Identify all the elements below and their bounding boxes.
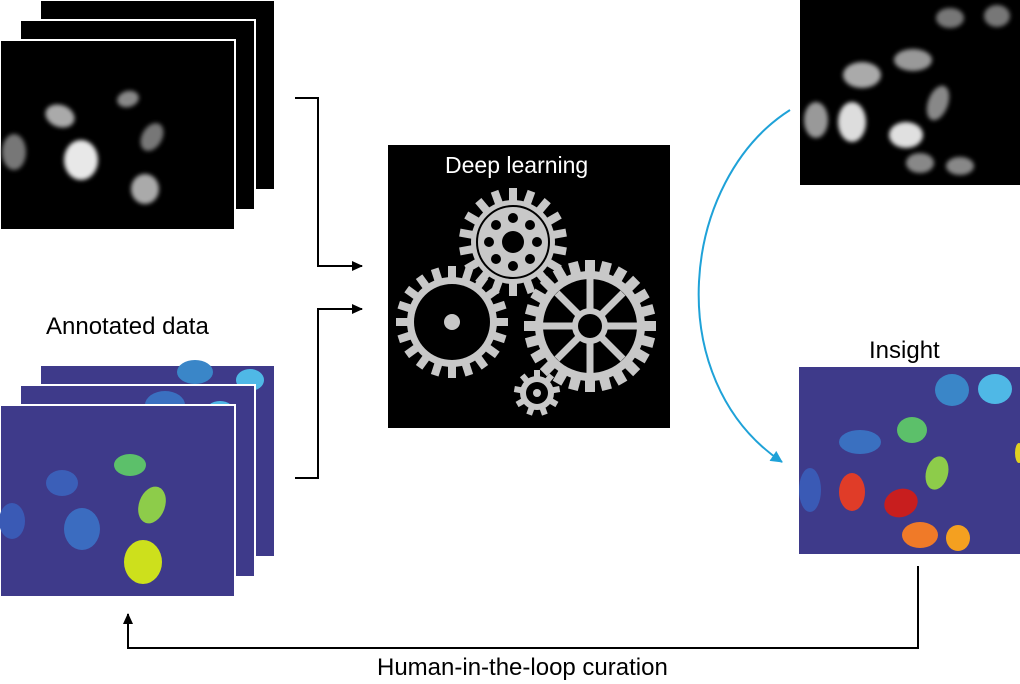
annotated-data-label: Annotated data [46,313,209,340]
raw-image-stack [0,0,276,231]
curation-label: Human-in-the-loop curation [377,654,668,681]
inference-arrow [697,109,791,463]
annotated-data-stack [0,360,276,598]
deep-learning-panel [388,145,670,428]
input-arrows [295,97,363,479]
curation-arrow [123,566,919,649]
insight-label: Insight [869,337,940,364]
deep-learning-label: Deep learning [445,152,589,178]
gear-icon [396,188,656,416]
new-raw-image [800,0,1020,185]
insight-image [799,367,1020,554]
